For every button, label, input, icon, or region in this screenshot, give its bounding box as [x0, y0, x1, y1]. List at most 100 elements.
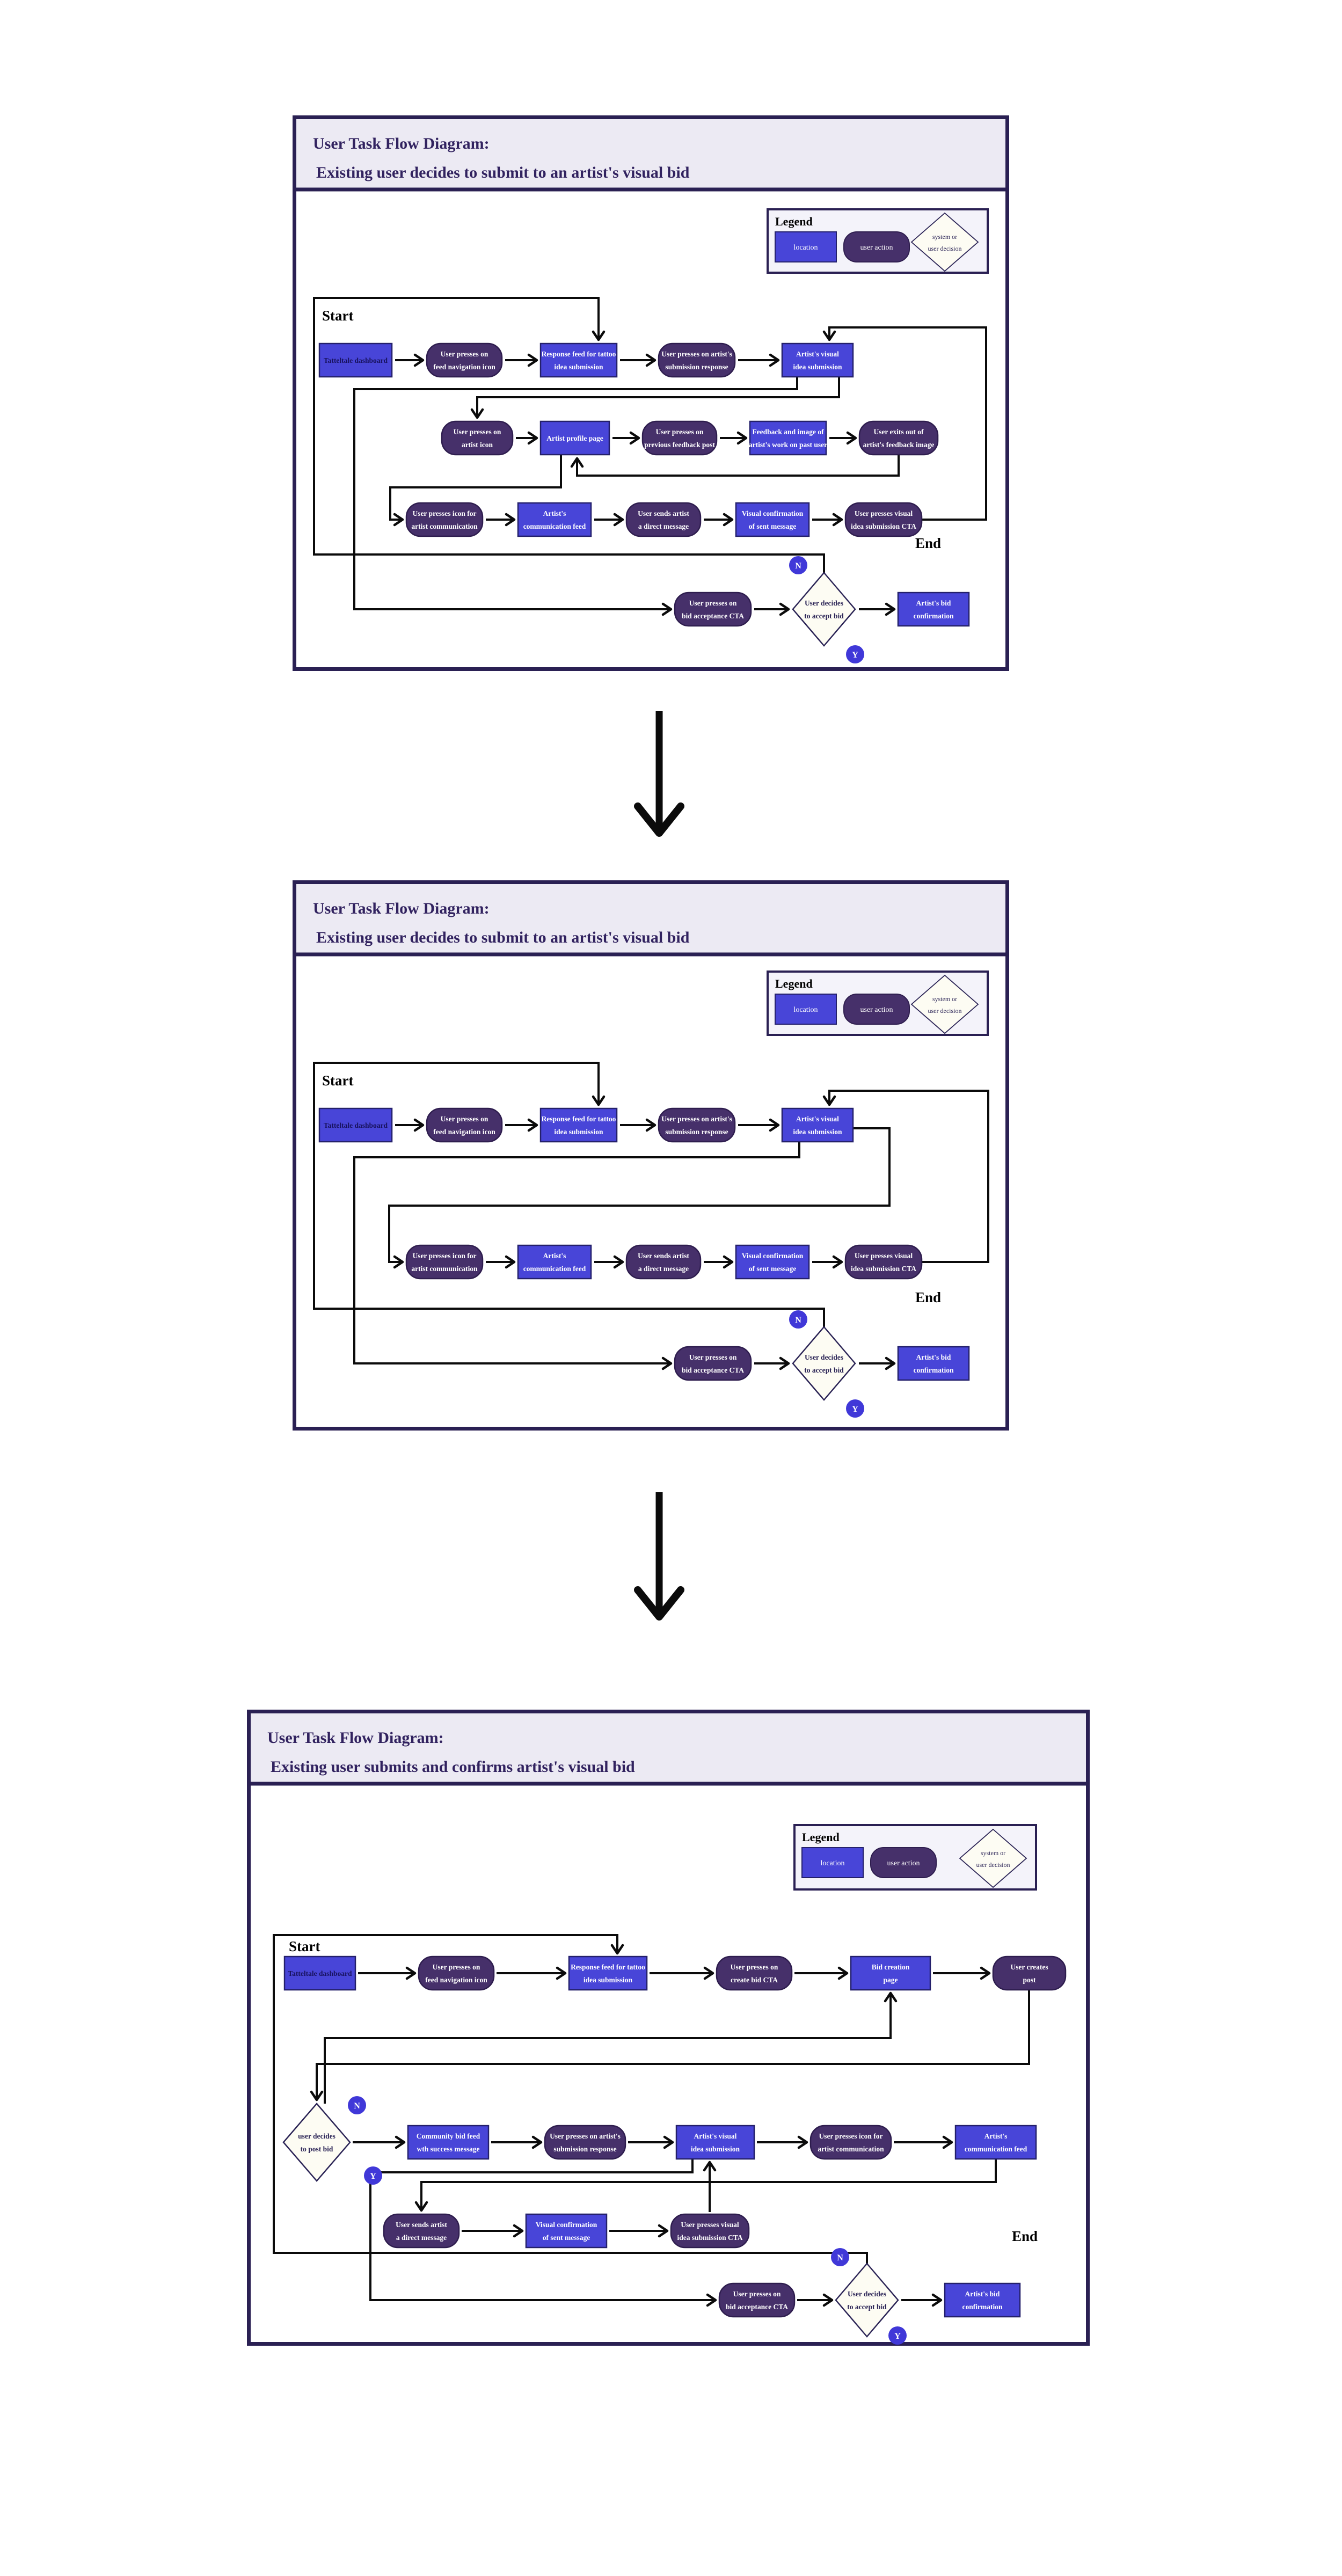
- node-label: create bid CTA: [731, 1976, 778, 1984]
- flow-node-artist-visual-idea-submission: Artist's visual idea submission: [781, 1107, 854, 1143]
- diagram-title-line2: Existing user submits and confirms artis…: [271, 1758, 635, 1776]
- diagram-title-line1: User Task Flow Diagram:: [313, 135, 490, 152]
- location-shape: [318, 1107, 393, 1143]
- action-shape: [426, 342, 503, 378]
- branch-badge-y: Y: [846, 645, 864, 663]
- legend-decision-label: user decision: [928, 245, 962, 252]
- action-shape: [674, 592, 752, 627]
- flow-edge: [273, 1934, 868, 2264]
- action-shape: [658, 342, 736, 378]
- node-label: artist communication: [411, 522, 478, 530]
- legend-decision-swatch: [910, 212, 979, 272]
- legend-action-label: user action: [860, 1006, 893, 1014]
- node-label: Visual confirmation: [536, 2221, 597, 2229]
- node-label: confirmation: [914, 1366, 954, 1374]
- legend-action-swatch: [843, 231, 910, 262]
- node-label: User decides: [805, 599, 843, 607]
- start-label: Start: [289, 1938, 320, 1954]
- node-label: a direct message: [396, 2234, 447, 2242]
- node-label: User sends artist: [638, 1252, 689, 1260]
- flow-node-tatteltale-dashboard: Tatteltale dashboard: [318, 342, 393, 378]
- location-shape: [781, 342, 854, 378]
- diagram-title-line2: Existing user decides to submit to an ar…: [316, 929, 690, 946]
- flow-diagram-svg-2: User Task Flow Diagram:Existing user dec…: [293, 880, 1009, 1431]
- flow-node-artist-profile-page: Artist profile page: [539, 420, 610, 456]
- node-label: User presses on artist's: [661, 350, 732, 358]
- action-shape: [718, 2282, 796, 2318]
- node-label: idea submission CTA: [677, 2234, 742, 2242]
- location-shape: [407, 2125, 490, 2160]
- action-shape: [658, 1107, 736, 1143]
- end-label: End: [915, 535, 941, 551]
- node-label: User presses on: [733, 2290, 781, 2298]
- flow-edge: [324, 1991, 898, 2104]
- branch-badge-label: N: [795, 561, 801, 571]
- legend-location-swatch: [801, 1847, 864, 1878]
- legend-location-swatch: [775, 994, 837, 1025]
- diagram-title-line1: User Task Flow Diagram:: [267, 1729, 444, 1747]
- node-label: Artist's: [984, 2132, 1008, 2140]
- node-label: to post bid: [301, 2145, 333, 2153]
- flow-edge: [822, 1090, 989, 1263]
- end-label: End: [1012, 2228, 1038, 2244]
- location-shape: [675, 2125, 755, 2160]
- end-label: End: [915, 1289, 941, 1305]
- legend-title: Legend: [775, 977, 813, 990]
- node-label: idea submission: [554, 1128, 603, 1136]
- node-label: to accept bid: [847, 2303, 887, 2311]
- location-shape: [568, 1955, 648, 1991]
- node-label: User presses on artist's: [661, 1115, 732, 1123]
- location-shape: [539, 1107, 618, 1143]
- branch-badge-circle: [789, 1310, 807, 1329]
- flow-node-tatteltale-dashboard: Tatteltale dashboard: [283, 1955, 356, 1991]
- action-shape: [992, 1955, 1067, 1991]
- flow-edge: [822, 326, 987, 521]
- action-shape: [625, 1244, 702, 1280]
- node-label: User presses on: [731, 1963, 778, 1971]
- action-shape: [670, 2213, 750, 2249]
- action-shape: [674, 1346, 752, 1381]
- flow-diagram-1: User Task Flow Diagram: Existing user dec…: [293, 115, 1009, 674]
- node-label: Visual confirmation: [742, 509, 804, 517]
- branch-badge-label: N: [354, 2101, 360, 2111]
- node-label: idea submission: [793, 363, 842, 371]
- node-label: submission response: [553, 2145, 616, 2153]
- location-shape: [850, 1955, 931, 1991]
- branch-badge-n: N: [348, 2096, 366, 2114]
- node-label: feed navigation icon: [433, 363, 495, 371]
- node-label: confirmation: [914, 612, 954, 620]
- flow-diagram-svg-3: User Task Flow Diagram: Existing user sub…: [247, 1710, 1090, 2346]
- location-shape: [781, 1107, 854, 1143]
- node-label: Artist's bid: [916, 599, 951, 607]
- node-label: idea submission: [793, 1128, 842, 1136]
- node-label: Visual confirmation: [742, 1252, 804, 1260]
- node-label: communication feed: [523, 1265, 586, 1273]
- legend-location-swatch: [775, 231, 837, 262]
- node-label: Artist's: [543, 509, 566, 517]
- diagram-title-line2: Existing user decides to submit to an ar…: [316, 164, 690, 181]
- node-label: Artist's visual: [796, 1115, 839, 1123]
- decision-shape: [792, 572, 856, 647]
- action-shape: [844, 1244, 923, 1280]
- node-label: Tatteltale dashboard: [324, 356, 388, 364]
- branch-badge-label: Y: [852, 651, 858, 660]
- node-label: user decides: [298, 2132, 336, 2140]
- branch-badge-label: Y: [852, 1405, 858, 1414]
- node-label: submission response: [665, 1128, 728, 1136]
- legend-decision-label: system or: [932, 995, 957, 1003]
- location-shape: [735, 1244, 810, 1280]
